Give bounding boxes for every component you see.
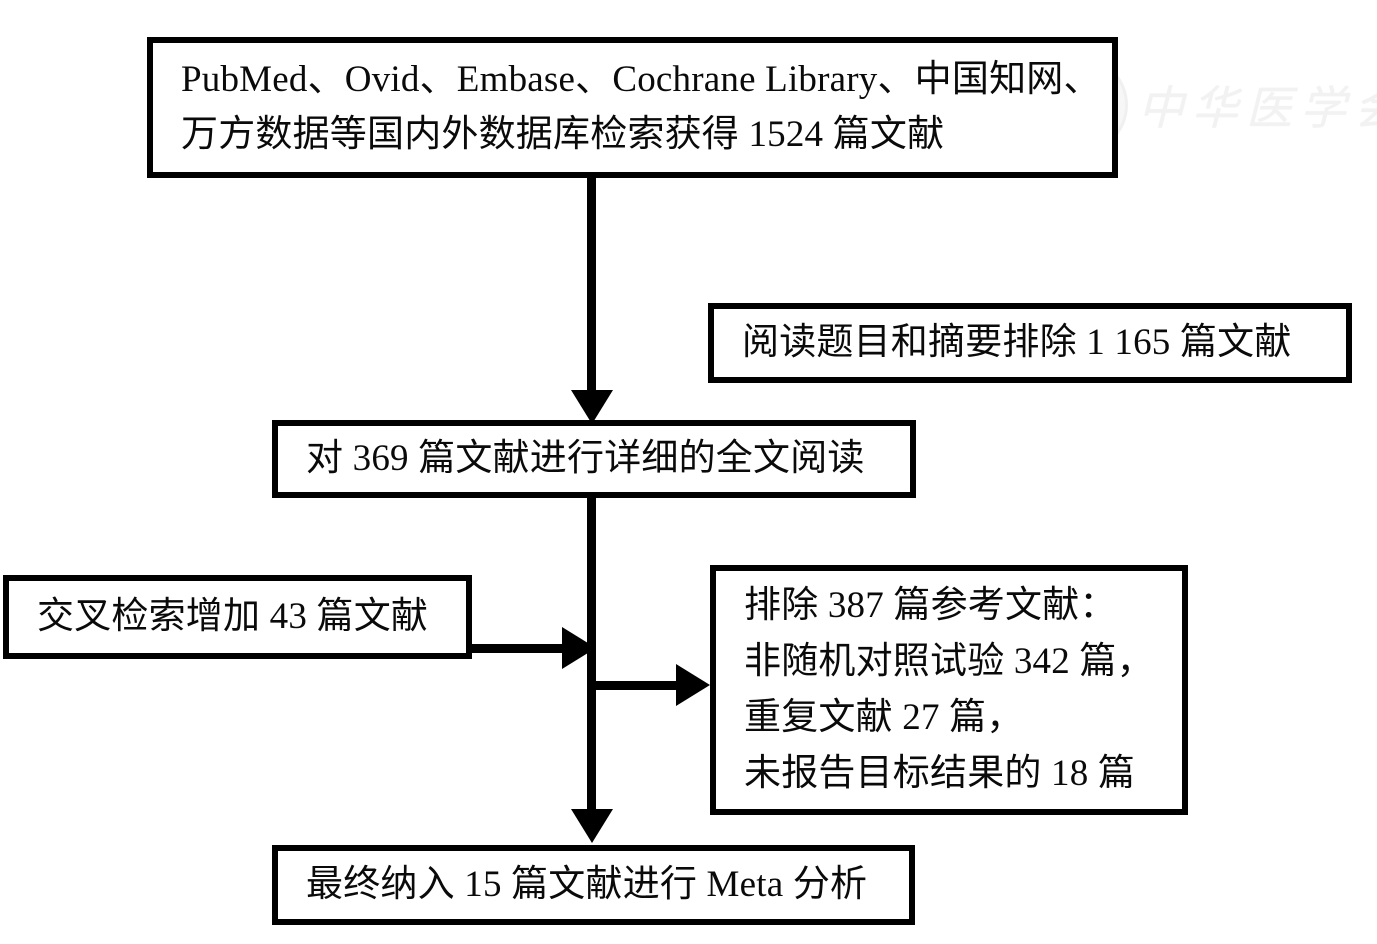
connector-stem-to-exclusion-reasons <box>592 681 688 690</box>
box-final-meta-line-1: 最终纳入 15 篇文献进行 Meta 分析 <box>306 863 868 905</box>
box-full-text-review: 对 369 篇文献进行详细的全文阅读 <box>272 420 916 498</box>
box-cross-search-line-1: 交叉检索增加 43 篇文献 <box>37 595 429 637</box>
box-title-abstract-line-1: 阅读题目和摘要排除 1 165 篇文献 <box>742 321 1292 363</box>
box-fulltext-line-1: 对 369 篇文献进行详细的全文阅读 <box>306 437 865 479</box>
arrow-right-icon-cross-to-stem <box>562 627 596 669</box>
box-final-included-studies: 最终纳入 15 篇文献进行 Meta 分析 <box>272 845 915 925</box>
box-sources-line-1: PubMed、Ovid、Embase、Cochrane Library、中国知网… <box>181 58 1101 100</box>
box-title-abstract-exclusion: 阅读题目和摘要排除 1 165 篇文献 <box>708 303 1352 383</box>
arrow-right-icon-stem-to-excluded <box>676 664 710 706</box>
arrow-down-icon-fulltext-to-final <box>571 809 613 843</box>
box-excluded-line-3: 重复文献 27 篇， <box>744 697 1024 738</box>
box-database-search-results: PubMed、Ovid、Embase、Cochrane Library、中国知网… <box>147 37 1118 178</box>
arrow-down-icon-sources-to-fulltext <box>571 390 613 424</box>
box-sources-line-2: 万方数据等国内外数据库检索获得 1524 篇文献 <box>181 113 945 155</box>
box-cross-reference-search: 交叉检索增加 43 篇文献 <box>3 575 472 659</box>
connector-sources-to-fulltext <box>587 178 596 402</box>
box-excluded-line-2: 非随机对照试验 342 篇， <box>744 640 1154 682</box>
box-excluded-line-4: 未报告目标结果的 18 篇 <box>744 753 1136 795</box>
box-excluded-line-1: 排除 387 篇参考文献： <box>744 584 1117 626</box>
watermark-text: 中华医学会 <box>1138 81 1377 135</box>
connector-cross-search-to-stem <box>472 644 576 653</box>
box-exclusion-reasons: 排除 387 篇参考文献： 非随机对照试验 342 篇， 重复文献 27 篇， … <box>710 565 1188 815</box>
